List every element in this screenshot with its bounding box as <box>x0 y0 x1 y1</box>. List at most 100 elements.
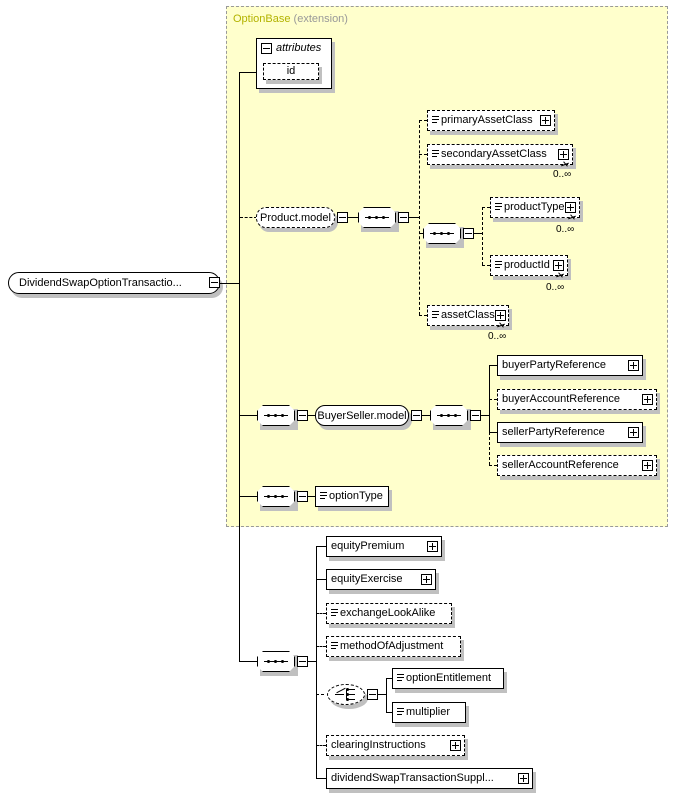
dividendSwapTransactionSupplement-expander-icon[interactable] <box>518 773 529 784</box>
element-sellerPartyReference-label: sellerPartyReference <box>502 426 605 438</box>
optiontype-seq-expander-icon[interactable] <box>297 491 308 502</box>
connector-bottom-bus-lower <box>316 661 317 778</box>
connector-bottom-seq-out <box>308 661 316 662</box>
element-sellerAccountReference[interactable]: sellerAccountReference <box>497 455 657 476</box>
assetClass-repeat-icon <box>497 322 506 329</box>
sequence-dots-icon <box>365 216 389 219</box>
element-sellerPartyReference[interactable]: sellerPartyReference <box>497 422 643 443</box>
buyerPartyReference-expander-icon[interactable] <box>628 360 639 371</box>
element-productType-label: productType <box>504 201 565 213</box>
compositor-product-sequence[interactable] <box>358 207 396 228</box>
element-icon <box>495 261 502 270</box>
connector-to-assetclass <box>419 315 427 316</box>
connector-to-equitypremium <box>316 546 326 547</box>
sequence-dots-icon <box>264 495 288 498</box>
connector-to-productid <box>482 265 490 266</box>
element-productId[interactable]: productId <box>490 255 568 276</box>
compositor-buyerseller-inner-sequence[interactable] <box>430 405 468 426</box>
element-icon <box>331 642 338 651</box>
element-equityPremium[interactable]: equityPremium <box>326 536 442 557</box>
element-secondaryAssetClass[interactable]: secondaryAssetClass <box>427 144 573 165</box>
buyerAccountReference-expander-icon[interactable] <box>642 394 653 405</box>
assetClass-cardinality: 0..∞ <box>488 331 507 342</box>
element-clearingInstructions-label: clearingInstructions <box>331 739 426 751</box>
connector-to-selleraccountreference <box>489 465 497 466</box>
connector-to-sellerpartyreference <box>489 432 497 433</box>
connector-productmodel-to-sequence <box>348 217 358 218</box>
attribute-id[interactable]: id <box>263 63 319 80</box>
element-clearingInstructions[interactable]: clearingInstructions <box>326 735 465 756</box>
connector-optiontype-seq-out <box>308 496 315 497</box>
compositor-bottom-sequence[interactable] <box>257 651 295 672</box>
productType-repeat-icon <box>568 214 577 221</box>
productId-repeat-icon <box>556 272 565 279</box>
element-icon <box>432 311 439 320</box>
extension-title: OptionBase (extension) <box>233 13 348 25</box>
element-icon <box>432 150 439 159</box>
productType-expander-icon[interactable] <box>565 202 576 213</box>
product-inner-seq-expander-icon[interactable] <box>463 228 474 239</box>
element-multiplier[interactable]: multiplier <box>392 702 466 723</box>
connector-spine-to-buyerseller-seq <box>239 415 257 416</box>
element-assetClass[interactable]: assetClass <box>427 305 509 326</box>
element-dividendSwapTransactionSupplement[interactable]: dividendSwapTransactionSuppl... <box>326 768 533 789</box>
attributes-group-label: attributes <box>276 42 322 54</box>
element-buyerAccountReference[interactable]: buyerAccountReference <box>497 389 657 410</box>
sequence-dots-icon <box>430 232 454 235</box>
secondaryAssetClass-expander-icon[interactable] <box>558 149 569 160</box>
buyerseller-model-expander-icon[interactable] <box>411 410 422 421</box>
sellerPartyReference-expander-icon[interactable] <box>628 427 639 438</box>
root-expander-icon[interactable] <box>209 277 220 288</box>
connector-to-primaryassetclass <box>419 120 427 121</box>
element-productId-label: productId <box>504 259 550 271</box>
connector-bottom-bus-upper <box>316 546 317 661</box>
buyerseller-inner-seq-expander-icon[interactable] <box>470 410 481 421</box>
model-ref-buyerseller-model[interactable]: BuyerSeller.model <box>315 405 409 426</box>
element-methodOfAdjustment[interactable]: methodOfAdjustment <box>326 636 461 657</box>
assetClass-expander-icon[interactable] <box>494 310 506 321</box>
element-sellerAccountReference-label: sellerAccountReference <box>502 459 619 471</box>
compositor-entitlement-choice[interactable] <box>327 684 365 705</box>
buyerseller-outer-seq-expander-icon[interactable] <box>297 410 308 421</box>
compositor-buyerseller-outer-sequence[interactable] <box>257 405 295 426</box>
element-optionEntitlement[interactable]: optionEntitlement <box>392 668 504 689</box>
element-exchangeLookAlike[interactable]: exchangeLookAlike <box>326 603 452 624</box>
equityExercise-expander-icon[interactable] <box>421 574 432 585</box>
attributes-collapse-icon[interactable] <box>261 42 272 54</box>
product-sequence-expander-icon[interactable] <box>398 212 409 223</box>
connector-outer-seq-to-model <box>308 415 315 416</box>
primaryAssetClass-expander-icon[interactable] <box>540 115 551 126</box>
connector-to-clearinginstructions <box>316 745 326 746</box>
root-node[interactable]: DividendSwapOptionTransactio... <box>8 272 220 294</box>
connector-root-to-spine <box>220 283 239 284</box>
element-optionType[interactable]: optionType <box>315 486 389 507</box>
choice-switch-icon <box>335 687 357 701</box>
element-buyerAccountReference-label: buyerAccountReference <box>502 393 621 405</box>
element-buyerPartyReference[interactable]: buyerPartyReference <box>497 355 643 376</box>
element-buyerPartyReference-label: buyerPartyReference <box>502 359 606 371</box>
connector-to-producttype <box>482 207 490 208</box>
model-ref-product-model[interactable]: Product.model <box>256 207 335 228</box>
bottom-seq-expander-icon[interactable] <box>297 656 308 667</box>
compositor-optiontype-sequence[interactable] <box>257 486 295 507</box>
sequence-dots-icon <box>264 660 288 663</box>
element-primaryAssetClass[interactable]: primaryAssetClass <box>427 110 555 131</box>
equityPremium-expander-icon[interactable] <box>427 541 438 552</box>
element-equityExercise[interactable]: equityExercise <box>326 569 436 590</box>
entitlement-choice-expander-icon[interactable] <box>367 689 378 700</box>
connector-to-equityexercise <box>316 579 326 580</box>
productId-expander-icon[interactable] <box>553 260 564 271</box>
sellerAccountReference-expander-icon[interactable] <box>642 460 653 471</box>
element-methodOfAdjustment-label: methodOfAdjustment <box>340 640 444 652</box>
element-productType[interactable]: productType <box>490 197 580 218</box>
extension-kind-label: (extension) <box>293 13 348 25</box>
element-exchangeLookAlike-label: exchangeLookAlike <box>340 607 436 619</box>
compositor-product-inner-sequence[interactable] <box>423 223 461 244</box>
element-icon <box>331 609 338 618</box>
secondaryAssetClass-cardinality: 0..∞ <box>553 169 572 180</box>
element-icon <box>320 492 327 501</box>
productmodel-expander-icon[interactable] <box>337 212 348 223</box>
element-icon <box>432 116 439 125</box>
clearingInstructions-expander-icon[interactable] <box>450 740 461 751</box>
